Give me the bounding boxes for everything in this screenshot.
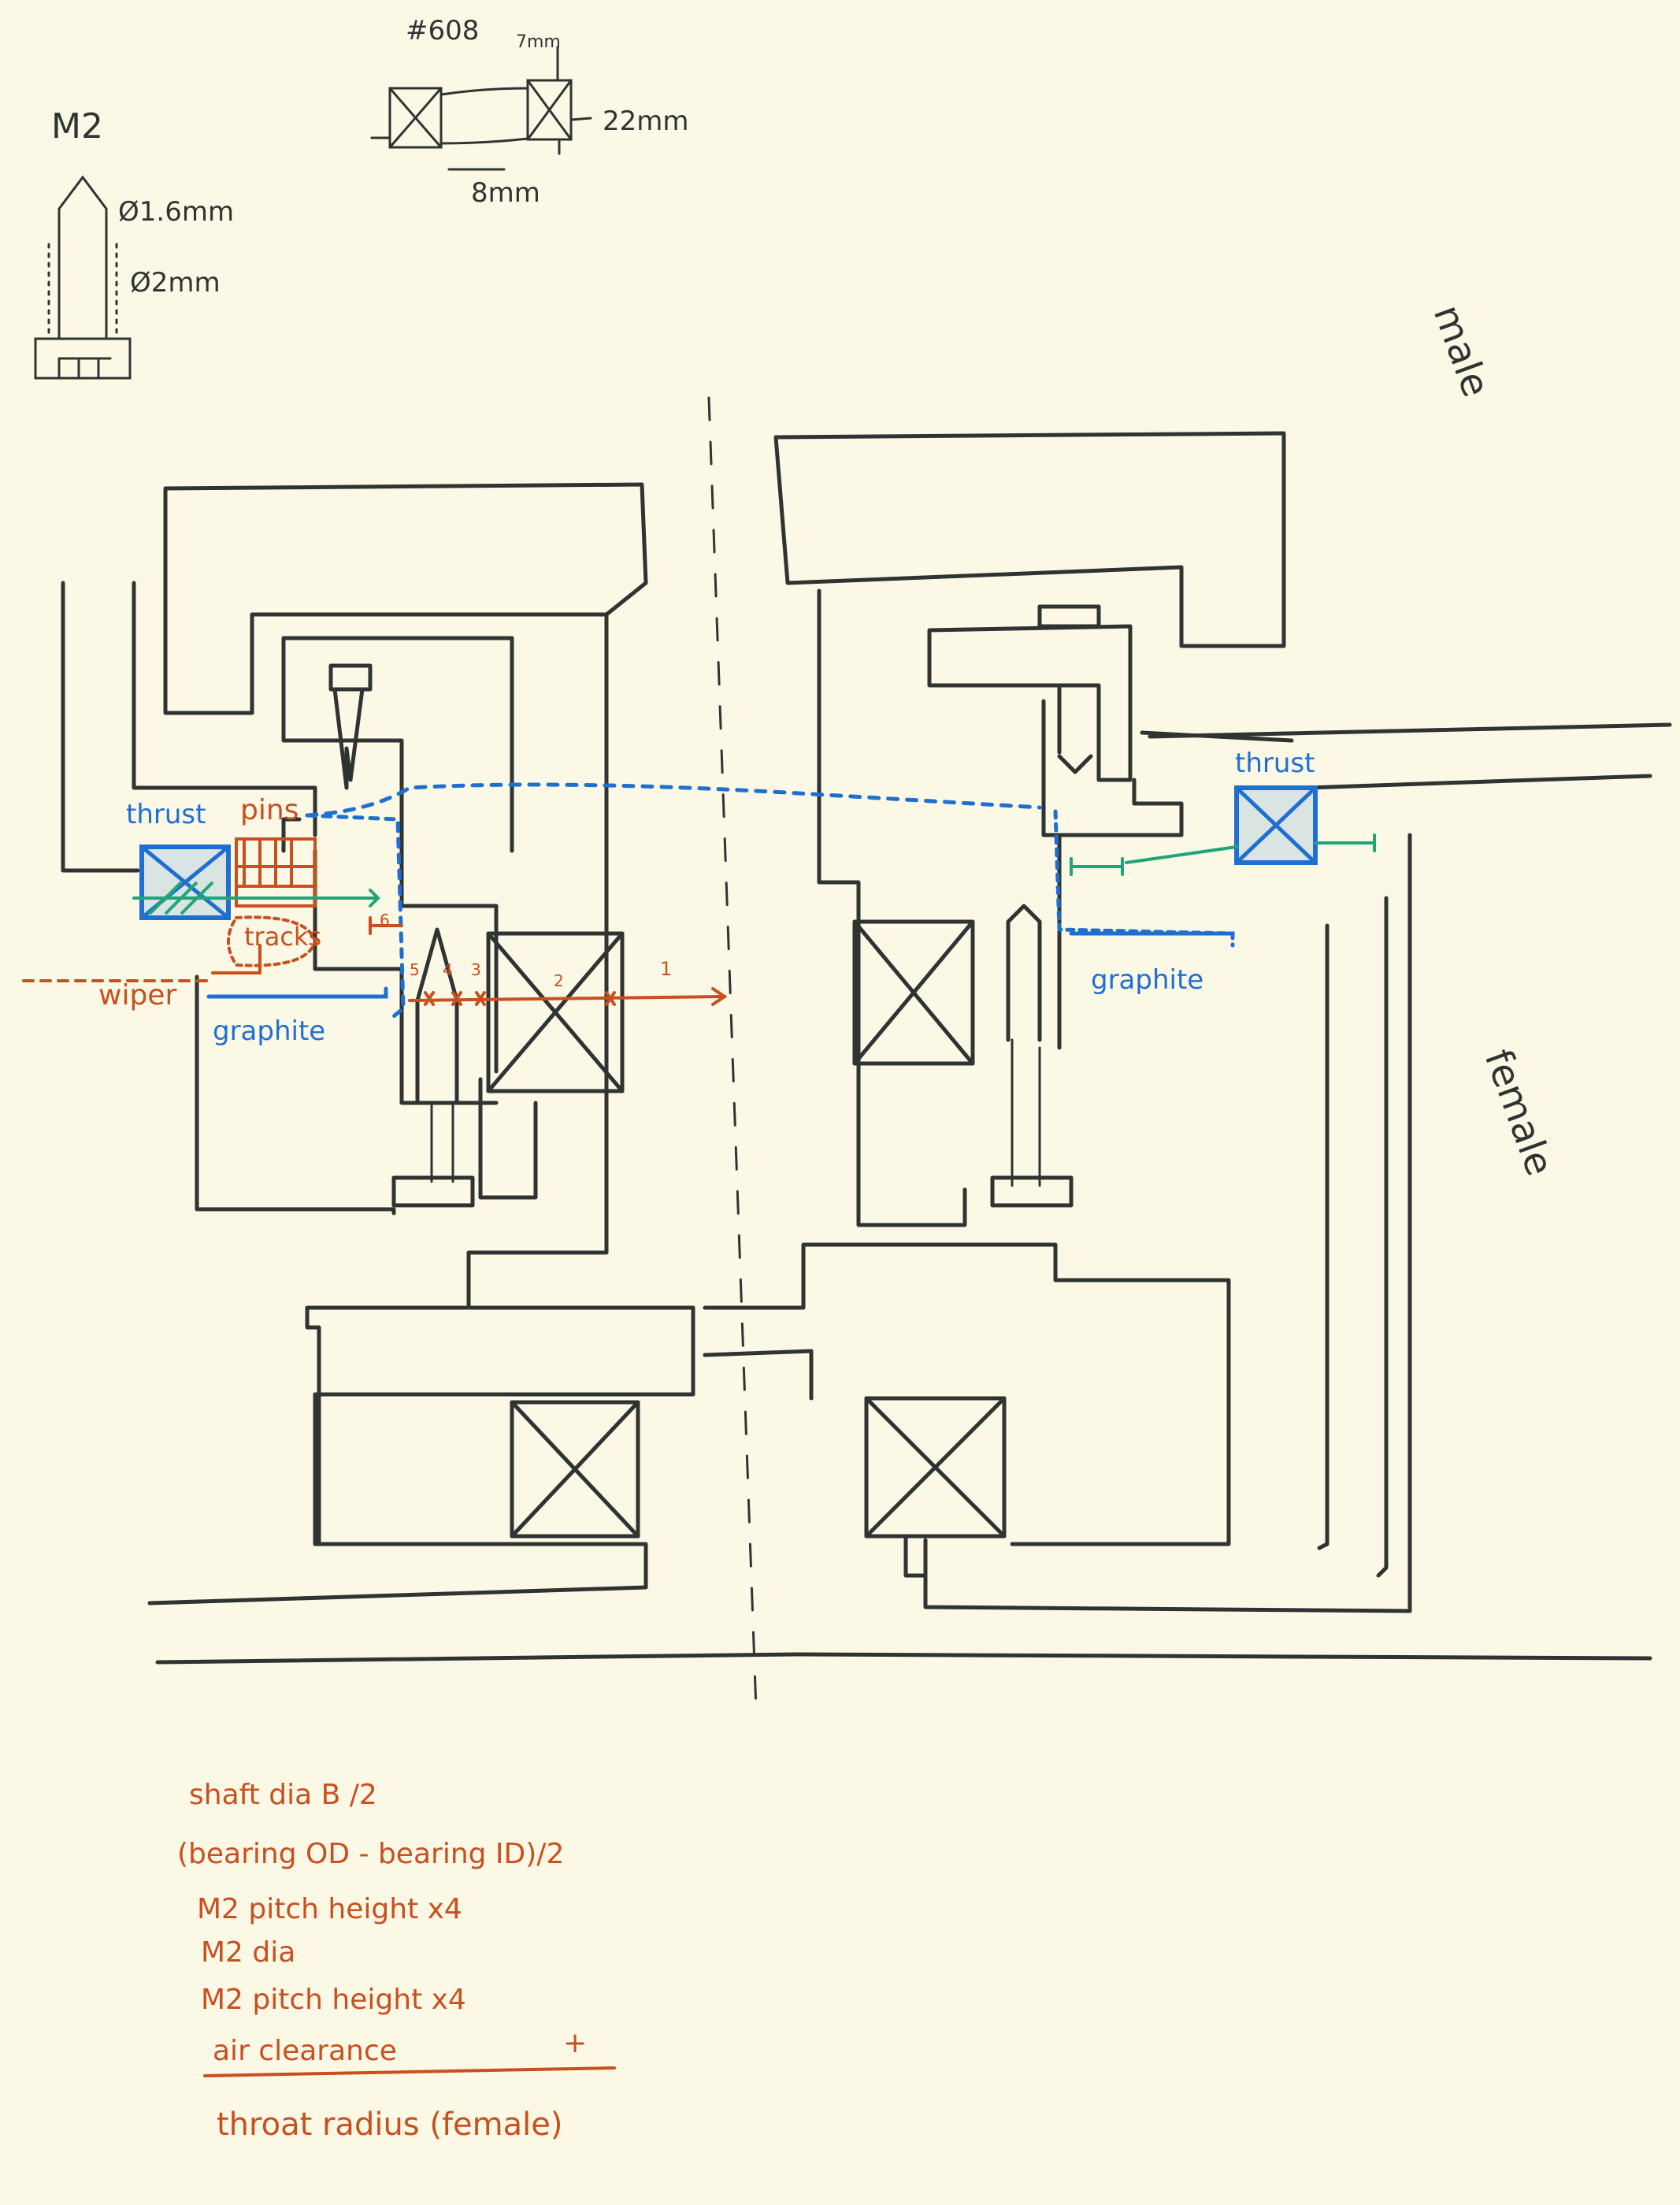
formula-sum-line: [203, 2066, 616, 2077]
dim-marker-4: 4: [443, 960, 453, 979]
bearing-race-right: [526, 79, 573, 141]
bearing-right-main: [852, 919, 975, 1066]
formula-plus: +: [563, 2027, 587, 2059]
bearing-608-detail: #608 7mm 22mm 8mm: [370, 15, 689, 209]
screw-name-label: M2: [51, 106, 103, 147]
formula-line-5: M2 pitch height x4: [201, 1984, 466, 2016]
screw-tip-dia-label: Ø1.6mm: [118, 196, 234, 228]
bearing-race-left: [388, 87, 443, 149]
dim-marker-1: 1: [660, 958, 672, 980]
right-half-body: [703, 431, 1672, 1613]
bearing-left-lower: [510, 1400, 640, 1539]
throat-radius-formula: shaft dia B /2 (bearing OD - bearing ID)…: [177, 1779, 616, 2143]
dim-marker-6: 6: [380, 911, 390, 930]
thrust-label-left: thrust: [126, 799, 206, 830]
graphite-label-right: graphite: [1091, 964, 1203, 996]
formula-line-1: shaft dia B /2: [189, 1779, 377, 1811]
thrust-label-right: thrust: [1235, 748, 1315, 779]
pins-label: pins: [240, 794, 299, 826]
bearing-id-label: 8mm: [471, 177, 540, 209]
graphite-label-left: graphite: [213, 1015, 325, 1047]
dim-marker-3: 3: [471, 960, 481, 979]
male-label: male: [1425, 299, 1498, 403]
formula-line-4: M2 dia: [201, 1936, 295, 1969]
graphite-line-left: [206, 986, 388, 999]
throat-dashed-line: [305, 782, 1042, 818]
bearing-right-lower: [864, 1396, 1007, 1539]
left-annotations: thrust pins tracks wiper graphite 1 2 3 …: [22, 782, 1042, 1047]
dimension-line-left: [408, 995, 726, 1002]
right-annotations: thrust graphite: [1053, 748, 1376, 996]
center-axis: [707, 396, 758, 1711]
thrust-gap-dim-right-a: [1070, 857, 1124, 876]
tracks-label: tracks: [244, 922, 321, 952]
formula-line-6: air clearance: [213, 2035, 397, 2067]
bearing-left-main: [486, 931, 625, 1093]
m2-screw-detail: M2 Ø1.6mm Ø2mm: [34, 106, 234, 380]
wiper-label: wiper: [98, 979, 176, 1012]
dim-marker-5: 5: [410, 960, 420, 979]
screw-dia-label: Ø2mm: [130, 267, 221, 299]
bearing-od-label: 22mm: [603, 106, 689, 137]
dim-marker-2: 2: [554, 971, 564, 990]
formula-result: throat radius (female): [217, 2107, 562, 2143]
formula-line-3: M2 pitch height x4: [197, 1893, 462, 1925]
female-label: female: [1476, 1044, 1562, 1182]
bearing-number-label: #608: [406, 15, 479, 46]
thrust-gap-dim-right-b: [1125, 833, 1376, 864]
formula-line-2: (bearing OD - bearing ID)/2: [177, 1838, 564, 1870]
bearing-width-label: 7mm: [516, 32, 561, 52]
